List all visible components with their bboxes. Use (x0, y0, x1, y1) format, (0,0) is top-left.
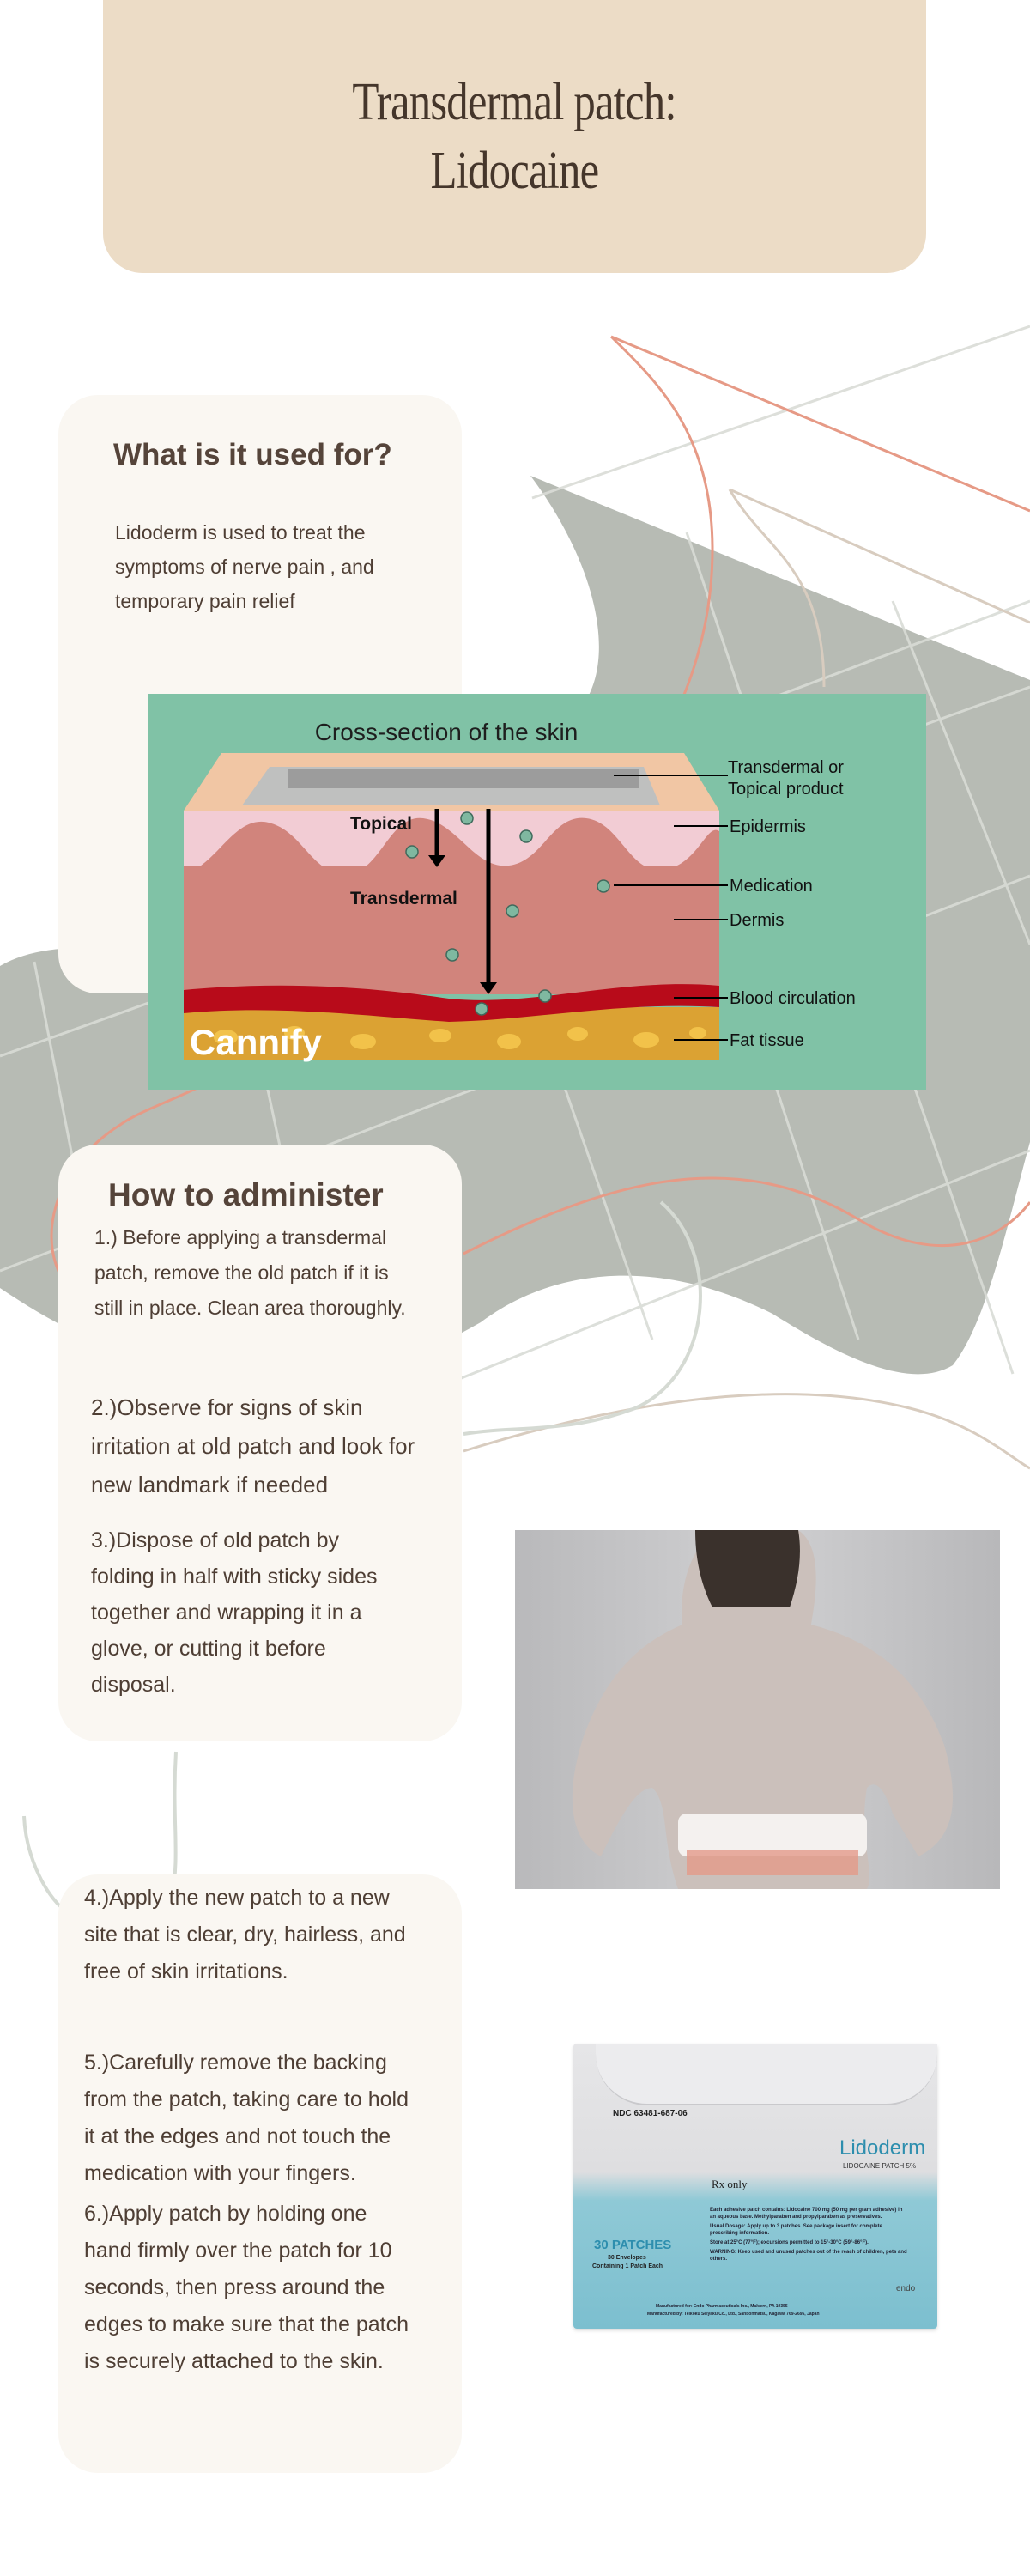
blood-layer (184, 984, 719, 1022)
step-1: 1.) Before applying a transdermal patch,… (94, 1226, 406, 1319)
patch-count-sub1: 30 Envelopes (608, 2255, 646, 2261)
topical-label: Topical (350, 814, 412, 834)
brand-name: Lidoderm (839, 2136, 926, 2160)
contents-text: Each adhesive patch contains: Lidocaine … (710, 2208, 903, 2220)
application-steps-card: 4.)Apply the new patch to a new site tha… (58, 1874, 462, 2473)
label-fat: Fat tissue (730, 1031, 804, 1050)
dosage-text: Usual Dosage: Apply up to 3 patches. See… (710, 2224, 882, 2236)
how-to-administer-card: How to administer 1.) Before applying a … (58, 1145, 462, 1741)
step-5: 5.)Carefully remove the backing from the… (84, 2050, 409, 2185)
used-for-body: Lidoderm is used to treat the symptoms o… (115, 521, 374, 612)
rx-only: Rx only (712, 2178, 748, 2190)
step-2: 2.)Observe for signs of skin irritation … (91, 1394, 415, 1498)
lidoderm-box-photo: NDC 63481-687-06 Lidoderm LIDOCAINE PATC… (570, 2035, 941, 2336)
step-3: 3.)Dispose of old patch by folding in ha… (91, 1528, 378, 1697)
label-dermis: Dermis (730, 911, 784, 930)
manufactured-for: Manufactured for: Endo Pharmaceuticals I… (656, 2304, 788, 2309)
page-title-line2: Lidocaine (430, 142, 600, 200)
ndc-number: NDC 63481-687-06 (613, 2109, 688, 2118)
administer-heading: How to administer (108, 1177, 384, 1212)
step-4: 4.)Apply the new patch to a new site tha… (84, 1886, 406, 1984)
skin-cross-section-image: Cross-section of the skin Topical Transd… (148, 694, 926, 1090)
back-pain-patch-photo (515, 1530, 1000, 1889)
label-medication: Medication (730, 877, 813, 896)
label-product-2: Topical product (728, 780, 844, 799)
label-blood: Blood circulation (730, 989, 856, 1008)
topical-arrow (428, 855, 445, 867)
patch-count: 30 PATCHES (594, 2238, 672, 2252)
label-product-1: Transdermal or (728, 758, 844, 777)
brand-subtitle: LIDOCAINE PATCH 5% (843, 2162, 917, 2170)
transdermal-label: Transdermal (350, 889, 457, 908)
manufactured-by: Manufactured by: Teikoku Seiyaku Co., Lt… (647, 2312, 820, 2317)
cannify-logo: Cannify (190, 1022, 323, 1062)
page-title-line1: Transdermal patch: (352, 73, 677, 131)
diagram-title: Cross-section of the skin (315, 719, 579, 745)
endo-logo: endo (896, 2284, 916, 2293)
patch-count-sub2: Containing 1 Patch Each (592, 2263, 663, 2269)
beige-curve-line (463, 488, 1030, 1470)
warning-text: WARNING: Keep used and unused patches ou… (710, 2250, 907, 2262)
storage-text: Store at 25°C (77°F); excursions permitt… (710, 2240, 869, 2245)
step-6: 6.)Apply patch by holding one hand firml… (84, 2202, 409, 2373)
pink-curve-line (50, 335, 1030, 1289)
title-banner: Transdermal patch: Lidocaine (103, 0, 926, 273)
label-epidermis: Epidermis (730, 817, 806, 836)
transdermal-arrow (480, 982, 497, 994)
used-for-heading: What is it used for? (113, 438, 392, 471)
